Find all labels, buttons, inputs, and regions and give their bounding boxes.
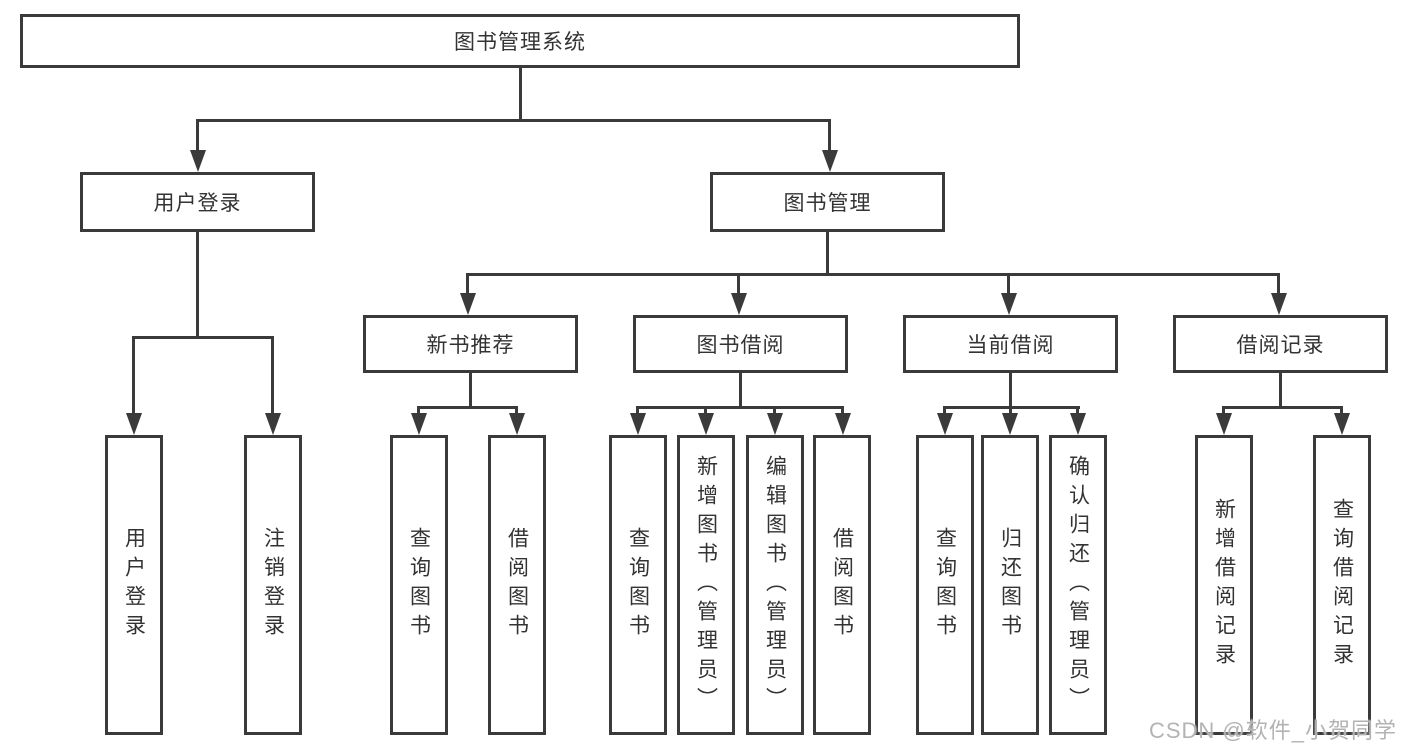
- connector-line: [828, 119, 831, 151]
- connector-line: [737, 273, 740, 294]
- leaf-recommend-borrow-books: 借阅图书: [488, 435, 546, 735]
- connector-line: [1277, 273, 1280, 294]
- connector-line: [1340, 406, 1343, 414]
- arrow-down-icon: [835, 413, 851, 435]
- leaf-borrow-borrow-books: 借阅图书: [813, 435, 871, 735]
- arrow-down-icon: [460, 293, 476, 315]
- arrow-down-icon: [411, 413, 427, 435]
- leaf-borrow-edit-books: 编辑图书（管理员）: [746, 435, 804, 735]
- connector-line: [519, 68, 522, 119]
- leaf-user-login: 用户登录: [105, 435, 163, 735]
- leaf-records-add-record: 新增借阅记录: [1195, 435, 1253, 735]
- arrow-down-icon: [509, 413, 525, 435]
- connector-line: [466, 273, 1280, 276]
- connector-line: [704, 406, 707, 414]
- leaf-current-return-books: 归还图书: [981, 435, 1039, 735]
- connector-line: [636, 406, 639, 414]
- connector-line: [417, 406, 518, 409]
- arrow-down-icon: [767, 413, 783, 435]
- connector-line: [466, 273, 469, 294]
- leaf-borrow-query-books: 查询图书: [609, 435, 667, 735]
- connector-line: [469, 373, 472, 406]
- node-root: 图书管理系统: [20, 14, 1020, 68]
- node-book-management: 图书管理: [710, 172, 945, 232]
- connector-line: [841, 406, 844, 414]
- connector-line: [773, 406, 776, 414]
- connector-line: [1076, 406, 1079, 414]
- connector-line: [417, 406, 420, 414]
- arrow-down-icon: [1334, 413, 1350, 435]
- connector-line: [1009, 373, 1012, 406]
- connector-line: [636, 406, 844, 409]
- connector-line: [1222, 406, 1343, 409]
- connector-line: [196, 232, 199, 336]
- connector-line: [271, 336, 274, 413]
- arrow-down-icon: [1271, 293, 1287, 315]
- connector-line: [943, 406, 946, 414]
- leaf-logout: 注销登录: [244, 435, 302, 735]
- connector-line: [1007, 273, 1010, 294]
- connector-line: [1279, 373, 1282, 406]
- connector-line: [196, 119, 831, 122]
- node-current-borrow: 当前借阅: [903, 315, 1118, 373]
- arrow-down-icon: [265, 413, 281, 435]
- node-new-book-recommend: 新书推荐: [363, 315, 578, 373]
- csdn-watermark: CSDN @软件_小贺同学: [1148, 718, 1397, 743]
- arrow-down-icon: [731, 293, 747, 315]
- connector-line: [1222, 406, 1225, 414]
- connector-line: [132, 336, 135, 413]
- connector-line: [1009, 406, 1012, 414]
- connector-line: [132, 336, 274, 339]
- connector-line: [196, 119, 199, 151]
- node-borrow-records: 借阅记录: [1173, 315, 1388, 373]
- leaf-records-query-record: 查询借阅记录: [1313, 435, 1371, 735]
- connector-line: [826, 232, 829, 273]
- leaf-current-query-books: 查询图书: [916, 435, 974, 735]
- arrow-down-icon: [630, 413, 646, 435]
- leaf-borrow-add-books: 新增图书（管理员）: [677, 435, 735, 735]
- connector-line: [739, 373, 742, 406]
- arrow-down-icon: [1001, 293, 1017, 315]
- arrow-down-icon: [1216, 413, 1232, 435]
- arrow-down-icon: [1070, 413, 1086, 435]
- arrow-down-icon: [698, 413, 714, 435]
- leaf-current-confirm-return: 确认归还（管理员）: [1049, 435, 1107, 735]
- arrow-down-icon: [190, 150, 206, 172]
- arrow-down-icon: [126, 413, 142, 435]
- leaf-recommend-query-books: 查询图书: [390, 435, 448, 735]
- arrow-down-icon: [822, 150, 838, 172]
- arrow-down-icon: [937, 413, 953, 435]
- node-book-borrow: 图书借阅: [633, 315, 848, 373]
- arrow-down-icon: [1002, 413, 1018, 435]
- connector-line: [515, 406, 518, 414]
- node-user-login: 用户登录: [80, 172, 315, 232]
